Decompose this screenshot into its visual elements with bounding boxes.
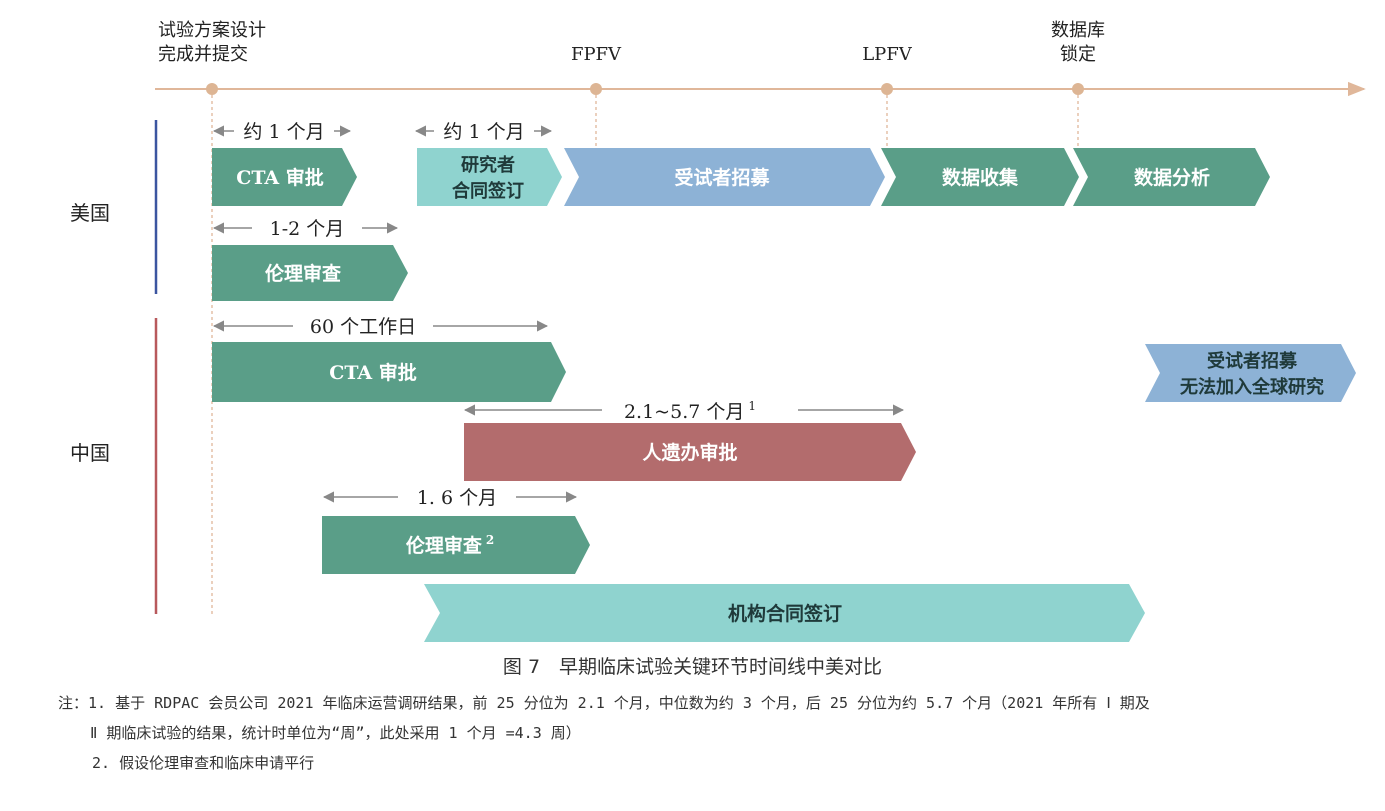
bar-us-recruit (564, 148, 885, 206)
timeline-diagram: 试验方案设计 完成并提交 FPFV LPFV 数据库 锁定 美国 中国 约 1 … (70, 20, 1366, 642)
figure-caption: 图 7 早期临床试验关键环节时间线中美对比 (502, 656, 883, 678)
milestone-label-dblock-l2: 锁定 (1060, 44, 1096, 65)
footnote-2: 2. 假设伦理审查和临床申请平行 (92, 754, 315, 772)
footnote-1-continued: Ⅱ 期临床试验的结果，统计时单位为“周”，此处采用 1 个月 =4.3 周） (90, 724, 581, 742)
duration-label-cn-hgrac-sup: 1 (748, 399, 756, 413)
duration-label-us-cta: 约 1 个月 (243, 121, 324, 143)
milestone-dot-submission (206, 83, 218, 95)
milestone-dot-fpfv (590, 83, 602, 95)
bar-label-cn-hgrac: 人遗办审批 (642, 441, 737, 464)
bar-label-us-contract-l1: 研究者 (461, 154, 515, 176)
bar-cn-hgrac (464, 423, 916, 481)
bar-us-contract (417, 148, 562, 206)
bar-label-us-collect: 数据收集 (942, 166, 1019, 189)
bar-label-cn-institution: 机构合同签订 (728, 602, 842, 625)
duration-label-us-ethics: 1-2 个月 (270, 218, 345, 240)
bar-label-cn-ethics-sup: 2 (486, 533, 494, 547)
bar-cn-cta (212, 342, 566, 402)
bar-us-analysis (1073, 148, 1270, 206)
cn-region-label: 中国 (70, 441, 110, 465)
duration-label-cn-hgrac: 2.1~5.7 个月 1 (624, 399, 756, 423)
bar-label-cn-recruit-l2: 无法加入全球研究 (1180, 376, 1324, 398)
footnote-prefix: 注： (58, 694, 89, 712)
milestone-label-dblock-l1: 数据库 (1051, 20, 1105, 41)
bar-us-ethics (212, 245, 408, 301)
bar-label-us-contract-l2: 合同签订 (452, 180, 524, 202)
bar-label-cn-recruit-l1: 受试者招募 (1207, 350, 1298, 372)
footnote-1: 注：1. 基于 RDPAC 会员公司 2021 年临床运营调研结果，前 25 分… (58, 688, 1368, 718)
bar-label-us-cta: CTA 审批 (236, 166, 324, 189)
bar-label-cn-ethics-text: 伦理审查 (406, 534, 483, 557)
duration-label-us-contract: 约 1 个月 (443, 121, 524, 143)
bar-label-us-ethics: 伦理审查 (265, 262, 342, 285)
bar-label-us-recruit: 受试者招募 (674, 166, 770, 189)
milestone-dot-dblock (1072, 83, 1084, 95)
milestone-label-fpfv: FPFV (571, 44, 622, 65)
us-region-label: 美国 (70, 201, 110, 225)
milestone-label-submission-l1: 试验方案设计 (158, 20, 266, 41)
duration-label-cn-hgrac-text: 2.1~5.7 个月 (624, 401, 744, 423)
milestone-label-submission-l2: 完成并提交 (158, 44, 248, 65)
footnote-1-line-1: 1. 基于 RDPAC 会员公司 2021 年临床运营调研结果，前 25 分位为… (88, 694, 1150, 712)
bar-us-cta (212, 148, 357, 206)
milestone-label-lpfv: LPFV (862, 44, 913, 65)
bar-label-cn-cta: CTA 审批 (329, 361, 417, 384)
bar-cn-institution (424, 584, 1145, 642)
milestone-dot-lpfv (881, 83, 893, 95)
footnotes: 注：1. 基于 RDPAC 会员公司 2021 年临床运营调研结果，前 25 分… (58, 688, 1368, 778)
bar-cn-recruit (1145, 344, 1356, 402)
duration-label-cn-ethics: 1. 6 个月 (417, 487, 497, 509)
bar-us-collect (881, 148, 1079, 206)
duration-label-cn-cta: 60 个工作日 (310, 316, 416, 338)
bar-label-us-analysis: 数据分析 (1134, 166, 1210, 189)
bar-cn-ethics (322, 516, 590, 574)
